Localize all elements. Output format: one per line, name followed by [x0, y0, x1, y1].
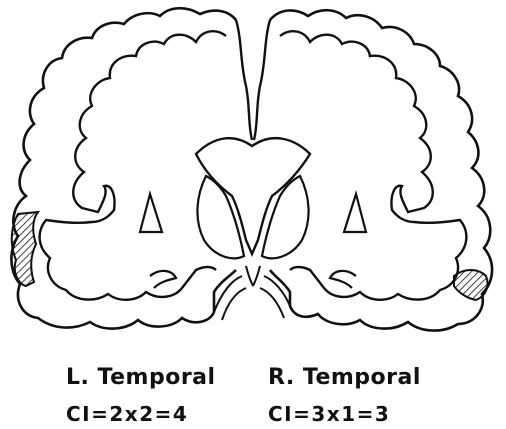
right-internal-capsule-triangle: [344, 194, 366, 232]
left-gray-white-boundary: [40, 31, 226, 300]
right-temporal-label: R. Temporal: [268, 363, 421, 393]
right-temporal-caption: R. Temporal CI=3x1=3: [268, 363, 421, 429]
brainstem-lines: [214, 266, 290, 320]
left-temporal-lesion-hatched-area: [12, 212, 38, 286]
right-gray-white-boundary: [280, 31, 466, 300]
left-temporal-horn: [150, 271, 176, 288]
longitudinal-fissure: [236, 20, 270, 140]
lateral-ventricles: [196, 138, 310, 254]
left-temporal-caption: L. Temporal CI=2x2=4: [66, 363, 216, 429]
right-temporal-ci-formula: CI=3x1=3: [268, 399, 421, 429]
left-basal-ganglia: [197, 176, 244, 258]
left-temporal-label: L. Temporal: [66, 363, 216, 393]
left-internal-capsule-triangle: [140, 194, 162, 232]
right-basal-ganglia: [262, 176, 309, 258]
right-temporal-horn: [330, 271, 356, 288]
coronal-brain-section-drawing: [0, 0, 506, 345]
left-temporal-ci-formula: CI=2x2=4: [66, 399, 216, 429]
right-temporal-lesion-hatched-area: [454, 270, 488, 300]
